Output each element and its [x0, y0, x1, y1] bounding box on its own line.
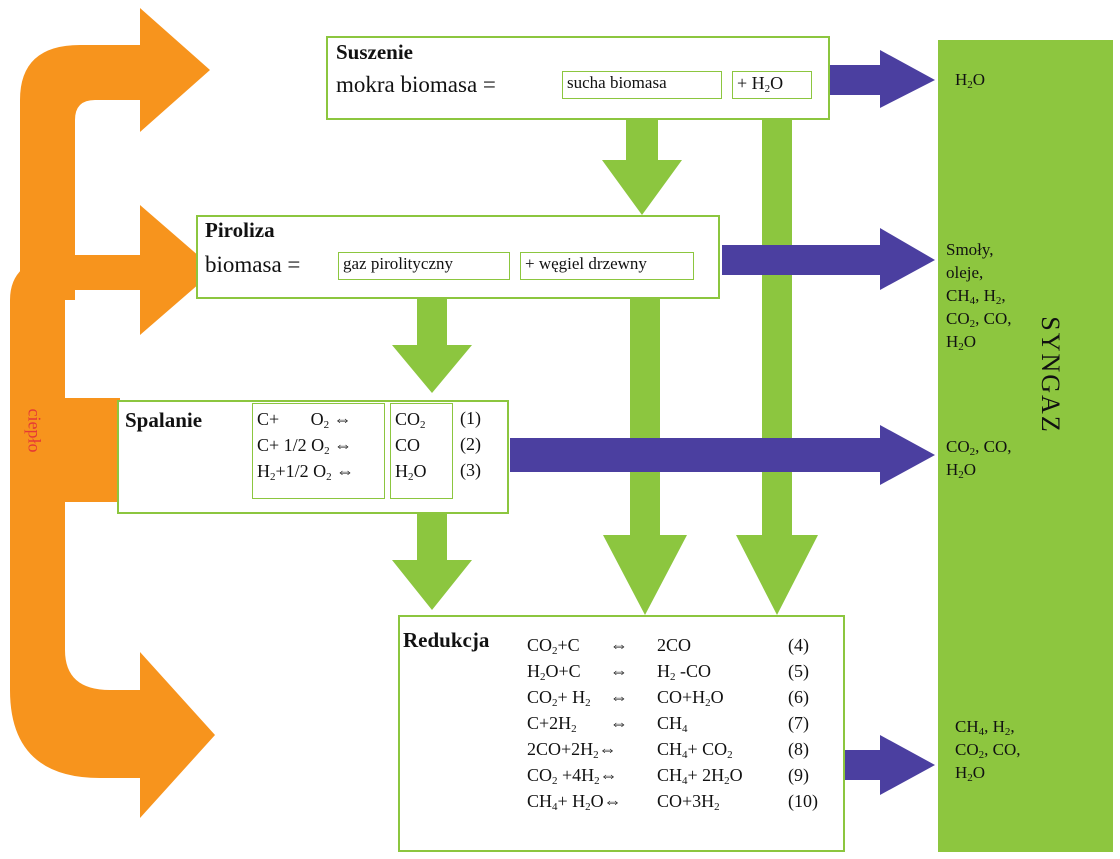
arrow-drying-out: [830, 50, 935, 108]
pyrolysis-product-charcoal: + węgiel drzewny: [520, 252, 694, 280]
arrow-red-out: [845, 735, 935, 795]
pyrolysis-product-gas: gaz pirolityczny: [338, 252, 510, 280]
syngaz-title: SYNGAZ: [1036, 316, 1065, 434]
drying-product-water: + H2O: [732, 71, 812, 99]
drying-lhs: mokra biomasa =: [336, 72, 496, 97]
reduction-box: [398, 615, 845, 852]
arrow-pyro-out: [722, 228, 935, 290]
reduction-numbers: (4)(5)(6)(7)(8)(9)(10): [788, 635, 818, 811]
heat-label: ciepło: [24, 408, 45, 453]
combustion-numbers: (1)(2)(3): [460, 408, 481, 480]
arrow-comb-to-red: [392, 500, 472, 610]
green-arrows: [392, 98, 818, 615]
syngaz-output-drying: H2O: [955, 70, 986, 91]
drying-product-dry-biomass: sucha biomasa: [562, 71, 722, 99]
syngaz-output-pyrolysis: Smoły,oleje,CH4, H2,CO2, CO,H2O: [946, 240, 1012, 353]
pyrolysis-title: Piroliza: [205, 218, 275, 242]
arrow-pyro-to-comb: [392, 282, 472, 393]
syngaz-output-combustion: CO2, CO,H2O: [946, 437, 1012, 481]
arrow-water-to-red: [736, 98, 818, 615]
combustion-title: Spalanie: [125, 408, 203, 432]
drying-title: Suszenie: [336, 40, 414, 64]
blue-arrows: [510, 50, 935, 795]
syngaz-column: [938, 40, 1113, 852]
reduction-title: Redukcja: [403, 628, 490, 652]
arrow-dry-to-pyro: [602, 102, 682, 215]
arrow-comb-out: [510, 425, 935, 485]
reduction-arrows: ⇔⇔⇔⇔: [610, 635, 628, 733]
syngaz-output-reduction: CH4, H2,CO2, CO,H2O: [955, 717, 1021, 784]
pyrolysis-lhs: biomasa =: [205, 252, 301, 277]
combustion-reactants: C+ O2 ⇔C+ 1/2 O2 ⇔H2+1/2 O2 ⇔: [252, 403, 385, 499]
heat-loop: [10, 8, 215, 818]
